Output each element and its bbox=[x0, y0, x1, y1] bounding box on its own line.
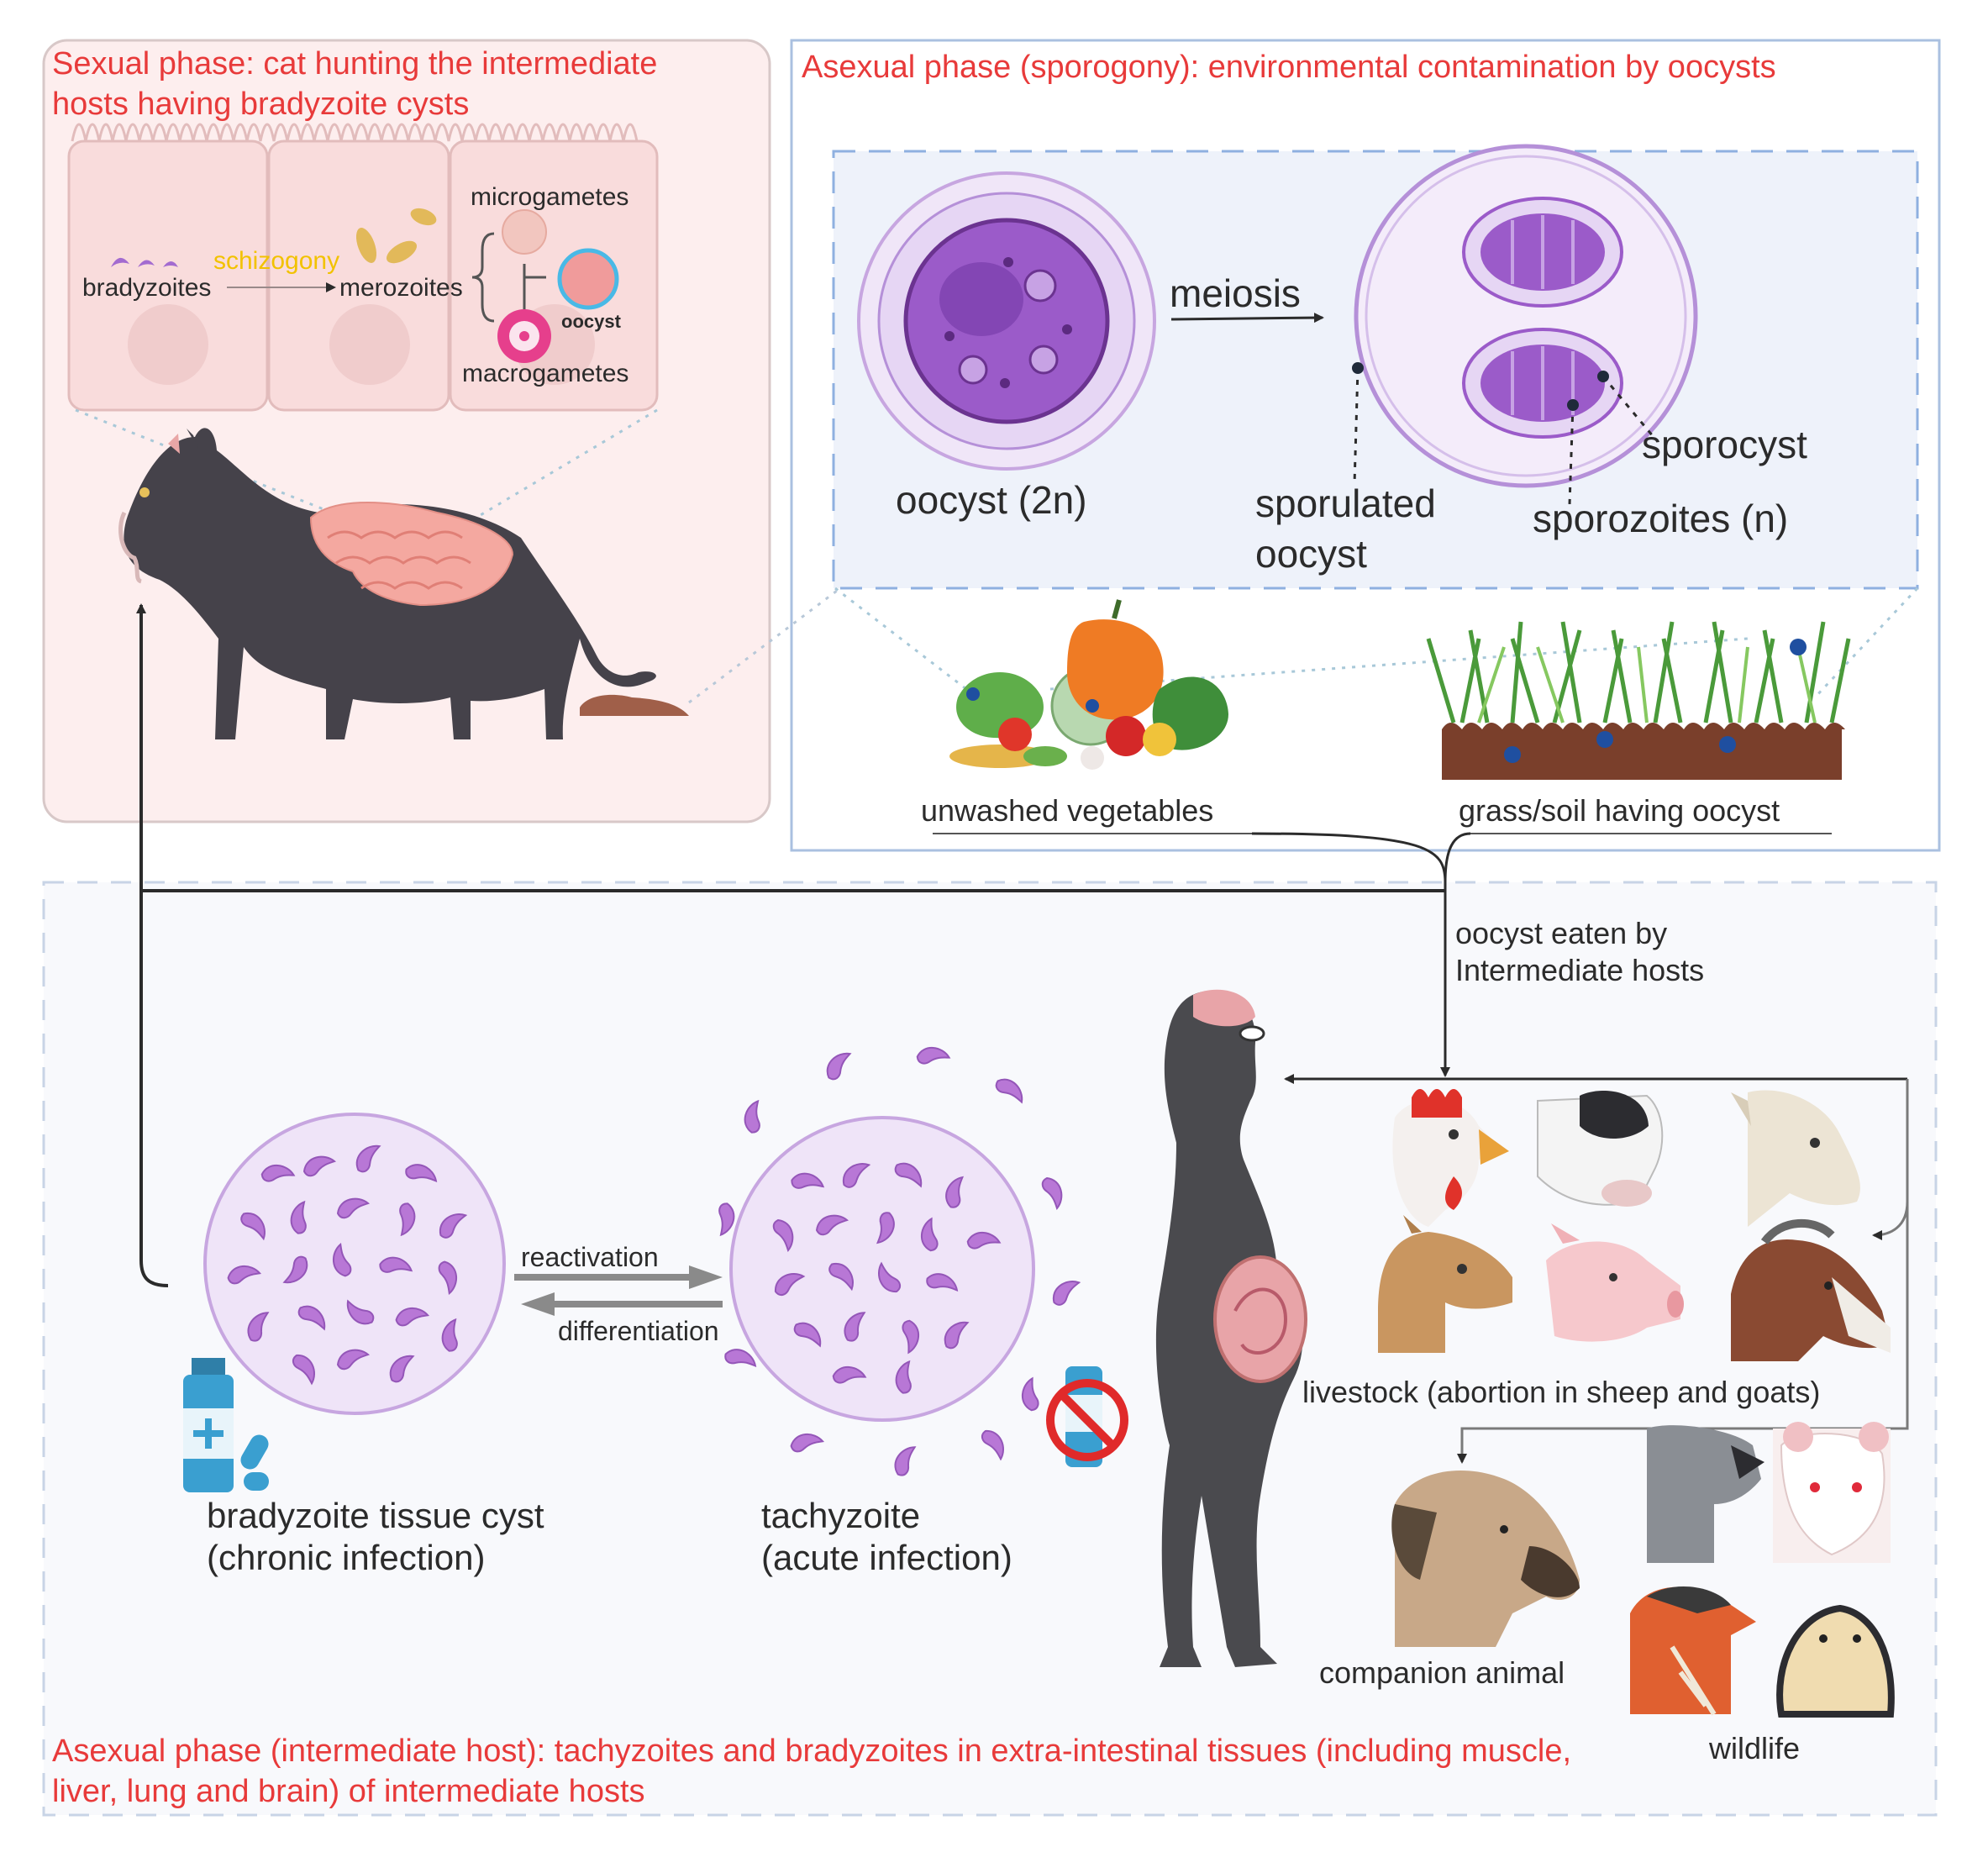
sporogony-pointers bbox=[1353, 367, 1655, 505]
sexual-phase-title: Sexual phase: cat hunting the intermedia… bbox=[52, 46, 658, 122]
sporocyst-label: sporocyst bbox=[1642, 423, 1807, 466]
tachyzoite-label-line2: (acute infection) bbox=[761, 1538, 1012, 1577]
pig-icon bbox=[1546, 1223, 1684, 1342]
grass-soil-label: grass/soil having oocyst bbox=[1459, 793, 1780, 828]
camel-icon bbox=[1378, 1215, 1512, 1353]
sheep-icon bbox=[1731, 1090, 1860, 1227]
macrogametes-label: macrogametes bbox=[462, 360, 629, 387]
vegetables-icon bbox=[949, 599, 1228, 770]
vegetables-label: unwashed vegetables bbox=[921, 793, 1214, 828]
meiosis-arrow bbox=[1170, 313, 1324, 324]
pregnant-woman-icon bbox=[1155, 989, 1307, 1667]
tachyzoite-label-line1: tachyzoite bbox=[761, 1496, 921, 1535]
no-medicine-icon bbox=[1046, 1366, 1128, 1467]
grass-soil-icon bbox=[1426, 621, 1851, 780]
unsporulated-oocyst bbox=[857, 171, 1156, 471]
goat-icon bbox=[1731, 1218, 1891, 1361]
medicine-bottle-icon bbox=[183, 1358, 269, 1492]
lizard-icon bbox=[1776, 1604, 1895, 1718]
oocyst-small-icon bbox=[557, 248, 619, 310]
sporulated-label-line2: oocyst bbox=[1255, 532, 1367, 576]
bradyzoite-icons bbox=[111, 257, 178, 267]
macrogamete-icon bbox=[497, 309, 551, 363]
schizogony-label: schizogony bbox=[213, 247, 340, 275]
tachyzoite-cluster bbox=[707, 1042, 1086, 1479]
rat-icon bbox=[1773, 1422, 1891, 1563]
microgamete-icon bbox=[502, 209, 547, 255]
sporozoites-label: sporozoites (n) bbox=[1533, 497, 1789, 540]
merozoite-icons bbox=[355, 208, 437, 264]
chicken-icon bbox=[1392, 1089, 1509, 1227]
differentiation-label: differentiation bbox=[558, 1316, 719, 1346]
dog-icon bbox=[1391, 1471, 1580, 1647]
livestock-label: livestock (abortion in sheep and goats) bbox=[1302, 1375, 1821, 1409]
cyst-to-cat-line bbox=[139, 891, 169, 1287]
bradyzoite-cyst-label-line1: bradyzoite tissue cyst bbox=[207, 1496, 544, 1535]
bradyzoite-cyst-label-line2: (chronic infection) bbox=[207, 1538, 486, 1577]
merozoites-label: merozoites bbox=[339, 274, 463, 302]
sporogony-title: Asexual phase (sporogony): environmental… bbox=[802, 50, 1776, 85]
sparrow-icon bbox=[1630, 1586, 1756, 1716]
cat-illustration bbox=[118, 428, 656, 739]
oocyst-eaten-label-line2: Intermediate hosts bbox=[1455, 953, 1705, 987]
microgametes-label: microgametes bbox=[471, 183, 629, 211]
feces-icon bbox=[580, 694, 689, 716]
intermediate-phase-title: Asexual phase (intermediate host): tachy… bbox=[52, 1734, 1572, 1809]
ingestion-path-soil bbox=[1444, 832, 1471, 883]
cow-icon bbox=[1537, 1091, 1664, 1207]
livestock-arrow bbox=[1872, 1201, 1909, 1240]
reactivation-label: reactivation bbox=[521, 1242, 659, 1272]
sporulated-label-line1: sporulated bbox=[1255, 481, 1436, 525]
oocyst-2n-label: oocyst (2n) bbox=[896, 478, 1087, 522]
bradyzoite-tissue-cyst bbox=[203, 1113, 506, 1415]
bradyzoites-label: bradyzoites bbox=[82, 274, 212, 302]
inset-zoom-lines bbox=[834, 587, 1919, 699]
wild-bird-icon bbox=[1647, 1425, 1764, 1563]
feces-zoom-line bbox=[688, 587, 841, 704]
companion-animal-label: companion animal bbox=[1319, 1655, 1565, 1690]
fertilization-bracket bbox=[523, 264, 546, 313]
gamete-bracket bbox=[471, 232, 495, 323]
oocyst-small-label: oocyst bbox=[561, 311, 621, 332]
meiosis-label: meiosis bbox=[1170, 271, 1301, 315]
wildlife-label: wildlife bbox=[1709, 1731, 1801, 1765]
oocyst-eaten-label-line1: oocyst eaten by bbox=[1455, 916, 1668, 950]
